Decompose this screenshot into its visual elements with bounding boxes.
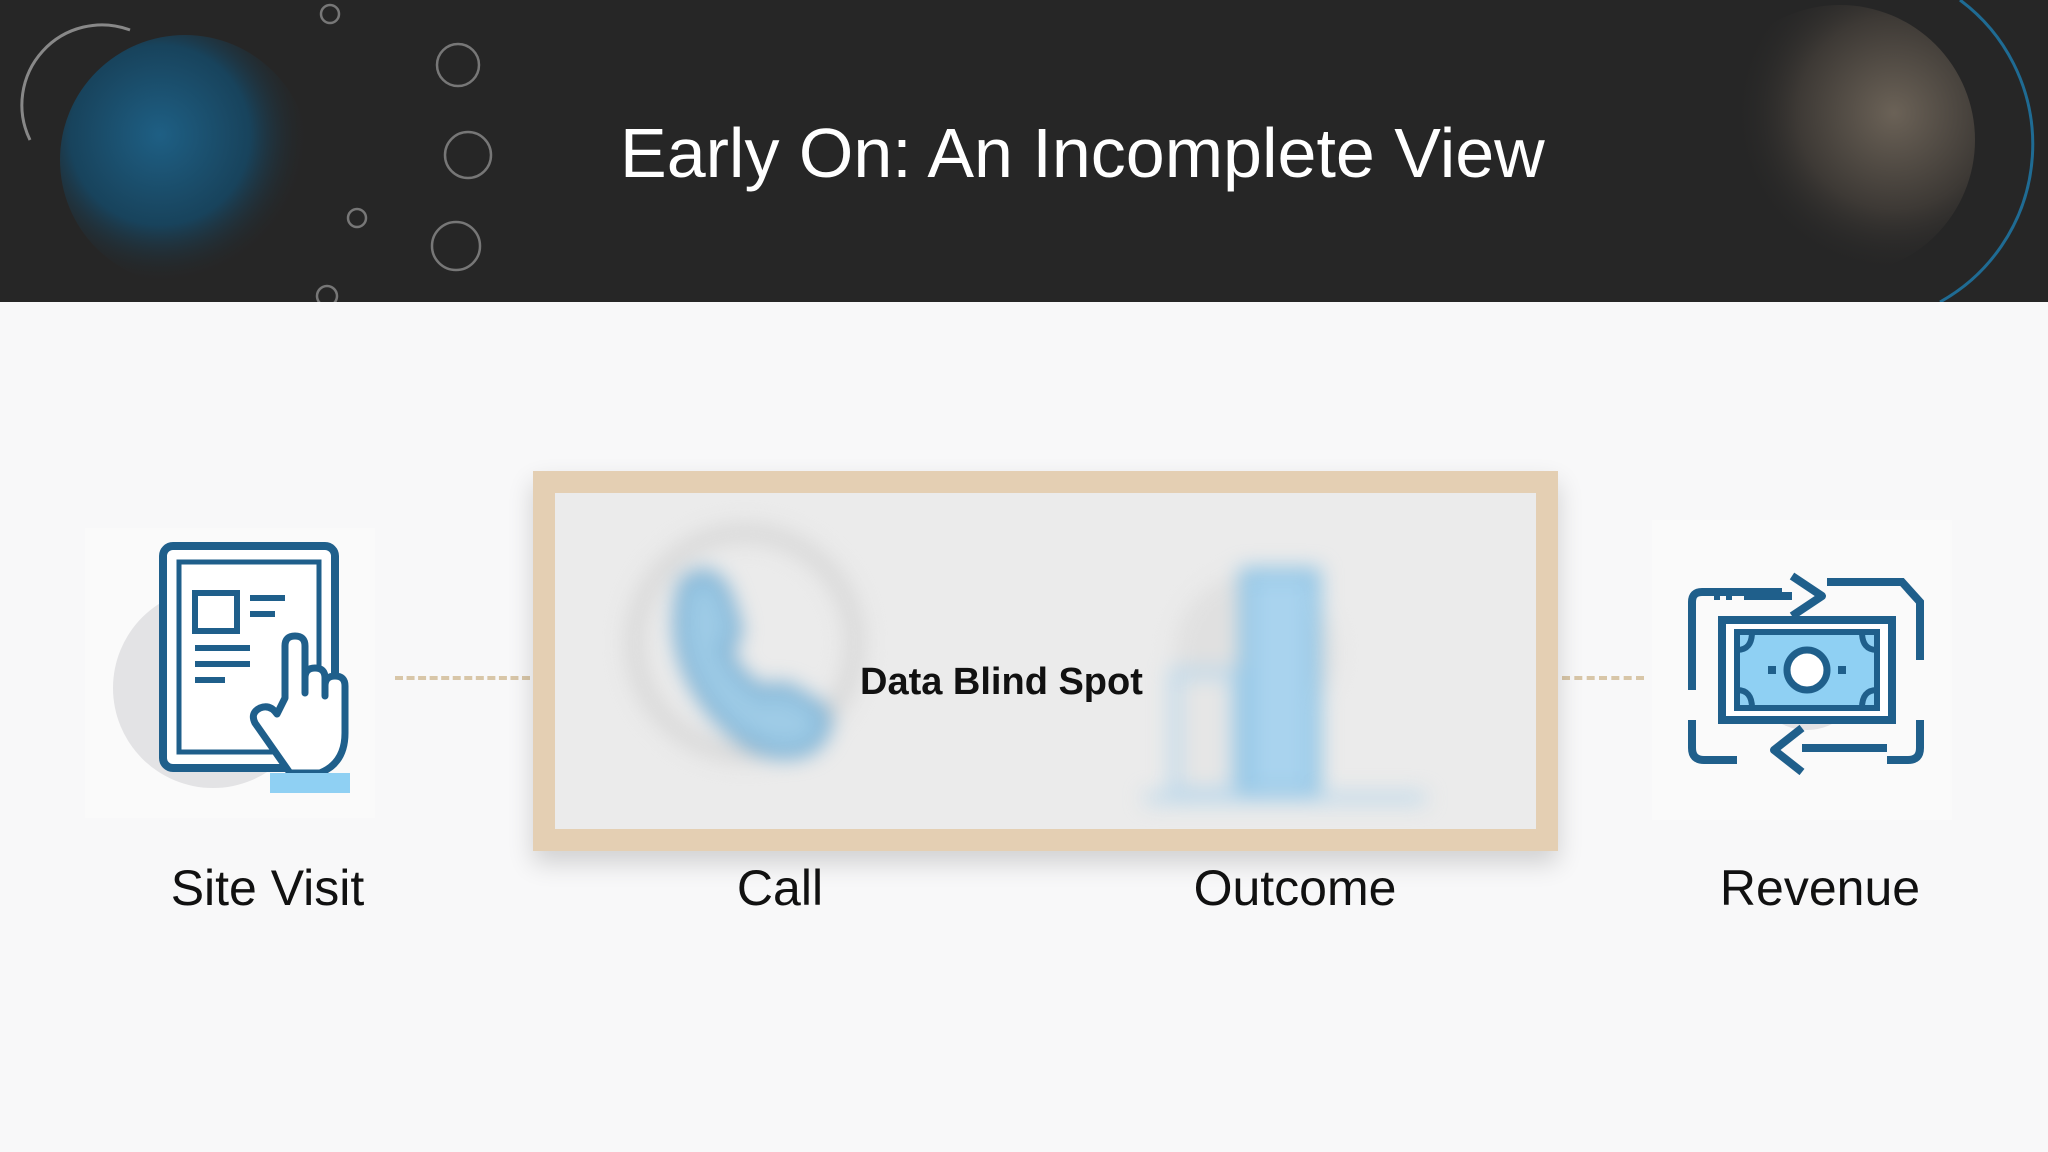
step-label-revenue: Revenue <box>1719 860 1921 916</box>
step-label-outcome: Outcome <box>1193 860 1397 916</box>
header-decoration <box>20 0 2035 302</box>
step-label-call: Call <box>736 860 824 916</box>
blind-spot-label: Data Blind Spot <box>860 661 1143 703</box>
slide-header: Early On: An Incomplete View <box>0 0 2048 302</box>
phone-icon <box>626 524 864 762</box>
money-exchange-icon <box>1688 572 1924 776</box>
tablet-touch-icon <box>113 542 350 793</box>
blind-spot-frame: Data Blind Spot <box>533 471 1558 851</box>
revenue-step <box>1652 520 1952 820</box>
blind-spot-panel: Data Blind Spot <box>555 493 1536 829</box>
step-label-site-visit: Site Visit <box>170 860 365 916</box>
slide-title: Early On: An Incomplete View <box>620 114 1545 192</box>
bar-chart-icon <box>1145 568 1425 803</box>
connector-left <box>395 676 530 680</box>
connector-right <box>1562 676 1644 680</box>
site-visit-step <box>85 528 375 818</box>
